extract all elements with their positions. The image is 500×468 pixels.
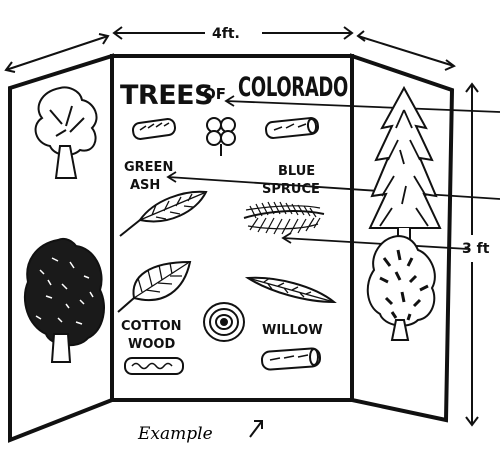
example-caption: Example [137,424,213,444]
green-ash-label-line1: GREEN [124,160,173,175]
blue-spruce-label-line1: BLUE [278,164,315,179]
blue-spruce-label-line2: SPRUCE [262,182,320,197]
title-trees: TREES [120,80,213,111]
title-of: OF [203,85,226,103]
cottonwood-label-line2: WOOD [128,337,175,352]
cottonwood-label-line1: COTTON [121,319,182,334]
bark-specimen-icon [125,358,183,374]
willow-label: WILLOW [262,323,323,338]
green-ash-label-line2: ASH [130,178,160,193]
tree-rings-cross-section-icon [204,303,244,341]
width-label: 4ft. [212,26,240,42]
bark-specimen-icon [261,348,320,370]
example-arrow-icon [250,421,262,437]
title-colorado: COLORADO [238,72,348,103]
